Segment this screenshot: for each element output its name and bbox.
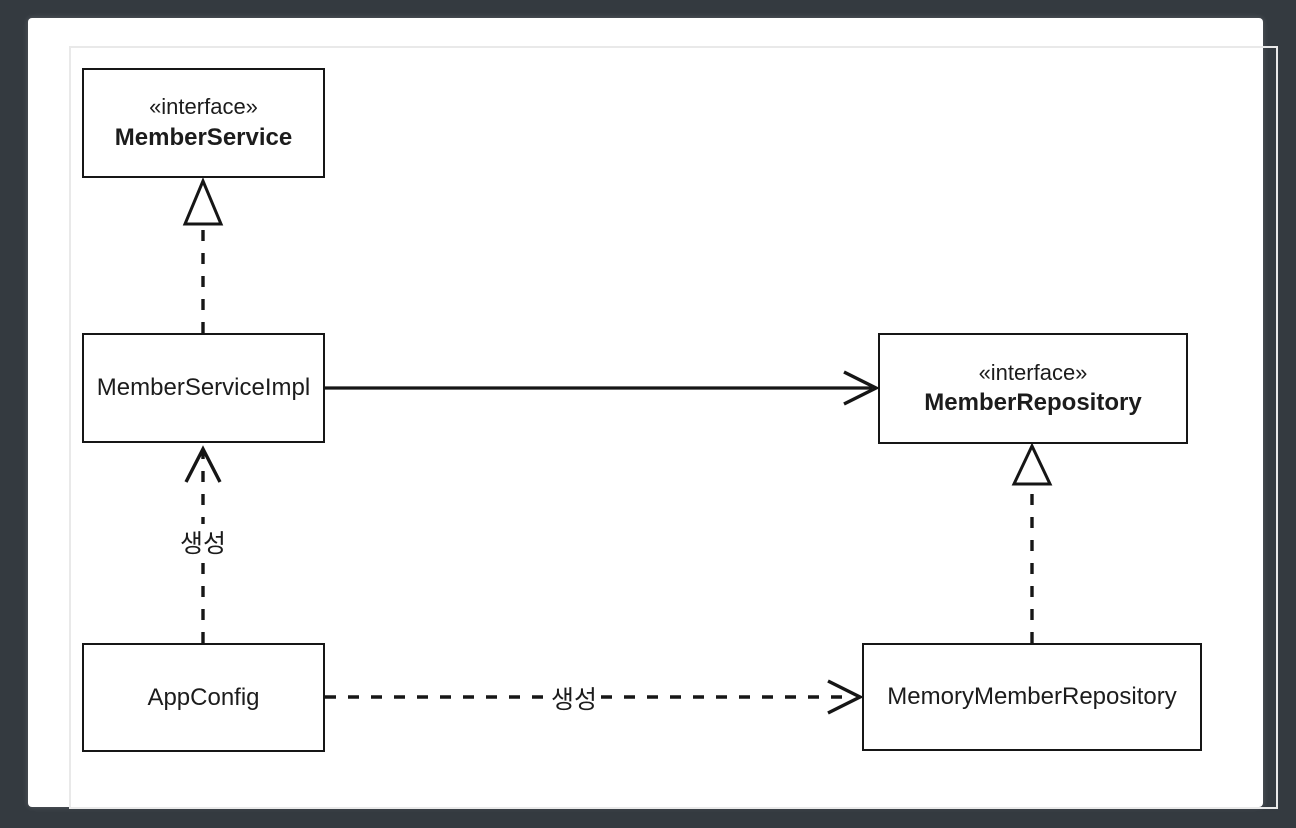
edge-label-create-vertical: 생성: [176, 524, 230, 560]
member-repository-name: MemberRepository: [924, 389, 1142, 417]
uml-class-member-repository: «interface» MemberRepository: [878, 333, 1188, 444]
uml-class-app-config: AppConfig: [82, 643, 325, 752]
member-repository-stereotype: «interface»: [978, 359, 1088, 385]
memory-member-repository-name: MemoryMemberRepository: [887, 683, 1177, 711]
uml-class-member-service-impl: MemberServiceImpl: [82, 333, 325, 443]
edge-association-memberrepository-arrow-icon: [843, 370, 880, 406]
edge-create-memberserviceimpl-arrow-icon: [184, 445, 222, 483]
member-service-impl-name: MemberServiceImpl: [96, 374, 311, 402]
edge-label-create-horizontal: 생성: [547, 680, 601, 716]
uml-class-memory-member-repository: MemoryMemberRepository: [862, 643, 1202, 751]
diagram-inner-border: [69, 46, 1278, 809]
edge-realization-memberrepository-triangle-icon: [1011, 442, 1053, 486]
edge-create-memorymemberrepository-arrow-icon: [827, 679, 864, 715]
app-config-name: AppConfig: [147, 683, 260, 711]
member-service-stereotype: «interface»: [149, 94, 258, 120]
edge-realization-memberservice-triangle-icon: [182, 177, 224, 226]
uml-class-member-service: «interface» MemberService: [82, 68, 325, 178]
member-service-name: MemberService: [114, 123, 293, 151]
